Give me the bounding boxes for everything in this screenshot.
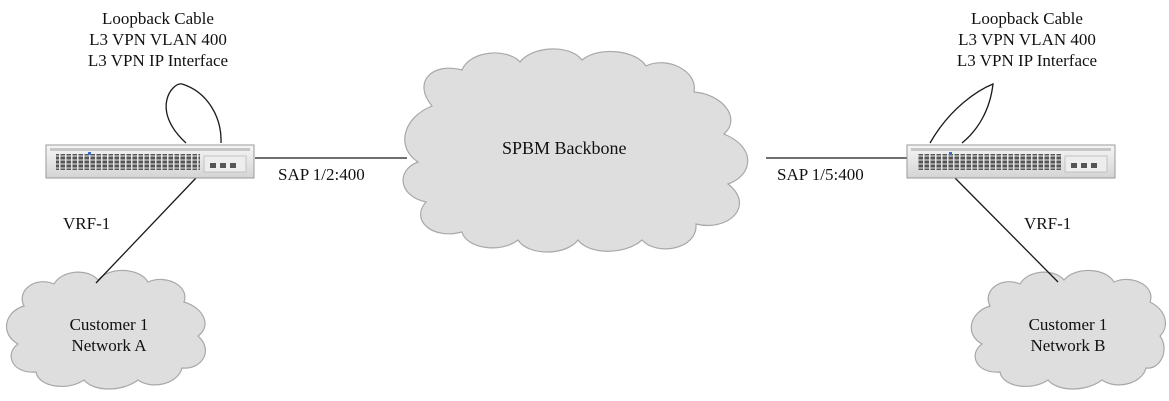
customer-b-line2: Network B bbox=[1030, 336, 1106, 355]
connection-lines bbox=[95, 157, 1059, 284]
left-sap-label: SAP 1/2:400 bbox=[278, 165, 365, 184]
right-l3vpn-vlan-label: L3 VPN VLAN 400 bbox=[958, 30, 1096, 49]
backbone-label: SPBM Backbone bbox=[502, 138, 627, 158]
customer-network-a-cloud-icon bbox=[6, 269, 207, 390]
right-loopback-cable bbox=[929, 82, 994, 144]
left-switch-icon bbox=[45, 144, 255, 179]
customer-network-b-label: Customer 1 Network B bbox=[1008, 314, 1128, 356]
left-vrf-label: VRF-1 bbox=[63, 214, 111, 233]
right-switch-icon bbox=[906, 144, 1116, 179]
left-l3vpn-vlan-label: L3 VPN VLAN 400 bbox=[89, 30, 227, 49]
left-switch-label: Loopback Cable L3 VPN VLAN 400 L3 VPN IP… bbox=[78, 8, 238, 71]
spbm-backbone-cloud-icon bbox=[402, 48, 749, 253]
customer-b-line1: Customer 1 bbox=[1028, 315, 1108, 334]
customer-a-line2: Network A bbox=[71, 336, 147, 355]
left-l3vpn-ip-interface-label: L3 VPN IP Interface bbox=[87, 51, 229, 70]
right-sap-label: SAP 1/5:400 bbox=[777, 165, 864, 184]
right-l3vpn-ip-interface-label: L3 VPN IP Interface bbox=[956, 51, 1098, 70]
left-switch-to-customer-a-link bbox=[95, 177, 197, 284]
right-loopback-cable-label: Loopback Cable bbox=[971, 9, 1083, 28]
customer-network-b-cloud-icon bbox=[970, 269, 1167, 390]
customer-network-a-label: Customer 1 Network A bbox=[49, 314, 169, 356]
customer-a-line1: Customer 1 bbox=[69, 315, 149, 334]
loopback-cable-icon bbox=[165, 82, 994, 144]
right-vrf-label: VRF-1 bbox=[1024, 214, 1072, 233]
left-loopback-cable-label: Loopback Cable bbox=[102, 9, 214, 28]
right-switch-label: Loopback Cable L3 VPN VLAN 400 L3 VPN IP… bbox=[947, 8, 1107, 71]
left-loopback-cable bbox=[165, 83, 222, 144]
right-switch-to-customer-b-link bbox=[954, 177, 1059, 283]
